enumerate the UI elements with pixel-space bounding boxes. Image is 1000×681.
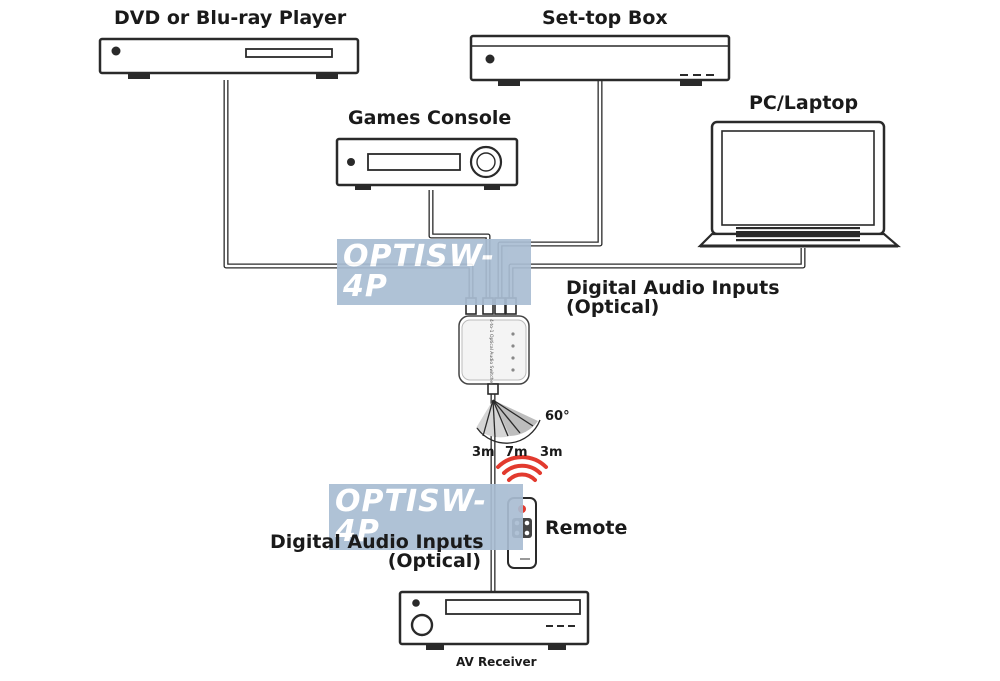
games-console-label: Games Console (348, 107, 512, 129)
remote-label: Remote (545, 517, 628, 539)
av-receiver-icon (398, 590, 590, 650)
ir-range-indicator (476, 399, 541, 444)
set-top-box-label: Set-top Box (542, 7, 668, 29)
output-label-line2: (Optical) (387, 550, 481, 572)
inputs-label-line2: (Optical) (566, 296, 660, 318)
pc-laptop-label: PC/Laptop (749, 92, 859, 114)
watermark-bottom: OPTISW-4P (329, 484, 523, 550)
inputs-label-line1: Digital Audio Inputs (566, 277, 780, 299)
optical-switch-icon (458, 297, 530, 395)
watermark-top: OPTISW-4P (337, 239, 531, 305)
dvd-player-icon (98, 37, 360, 79)
games-console-icon (335, 137, 519, 190)
dvd-player-label: DVD or Blu-ray Player (114, 7, 347, 29)
ir-angle-label: 60° (545, 409, 570, 424)
ir-right-distance-label: 3m (540, 445, 563, 460)
av-receiver-label: AV Receiver (456, 655, 537, 669)
ir-center-distance-label: 7m (505, 445, 528, 460)
ir-left-distance-label: 3m (472, 445, 495, 460)
output-label-line1: Digital Audio Inputs (270, 531, 484, 553)
set-top-box-icon (469, 34, 731, 86)
switch-label: 4-to-1 Optical Audio Switcher (488, 319, 494, 385)
laptop-icon (697, 120, 901, 248)
